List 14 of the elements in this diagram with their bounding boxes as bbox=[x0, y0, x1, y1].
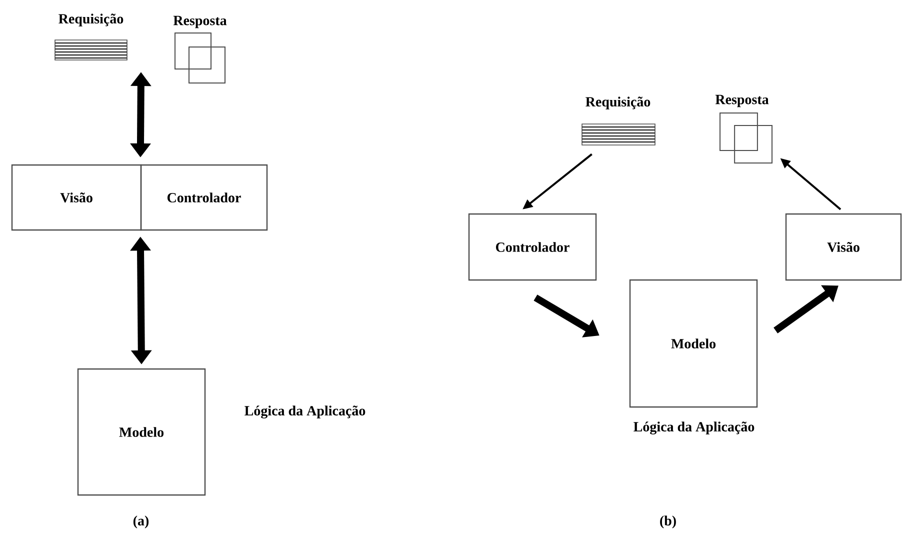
caption-text: Lógica da Aplicação bbox=[634, 422, 754, 434]
icon-label: Resposta bbox=[715, 94, 769, 108]
icon-label: Requisição bbox=[58, 14, 124, 26]
panel-label: (a) bbox=[133, 516, 149, 528]
icon-label: Resposta bbox=[173, 16, 227, 28]
process-box: Visão bbox=[785, 213, 902, 281]
process-box: Modelo bbox=[629, 279, 758, 408]
process-box: Controlador bbox=[140, 164, 268, 231]
panel-label: (b) bbox=[660, 516, 676, 528]
process-box: Controlador bbox=[468, 213, 597, 281]
icon-label: Requisição bbox=[586, 96, 650, 110]
process-box: Visão bbox=[11, 164, 142, 231]
process-box: Modelo bbox=[77, 368, 206, 496]
caption-text: Lógica da Aplicação bbox=[244, 406, 366, 418]
